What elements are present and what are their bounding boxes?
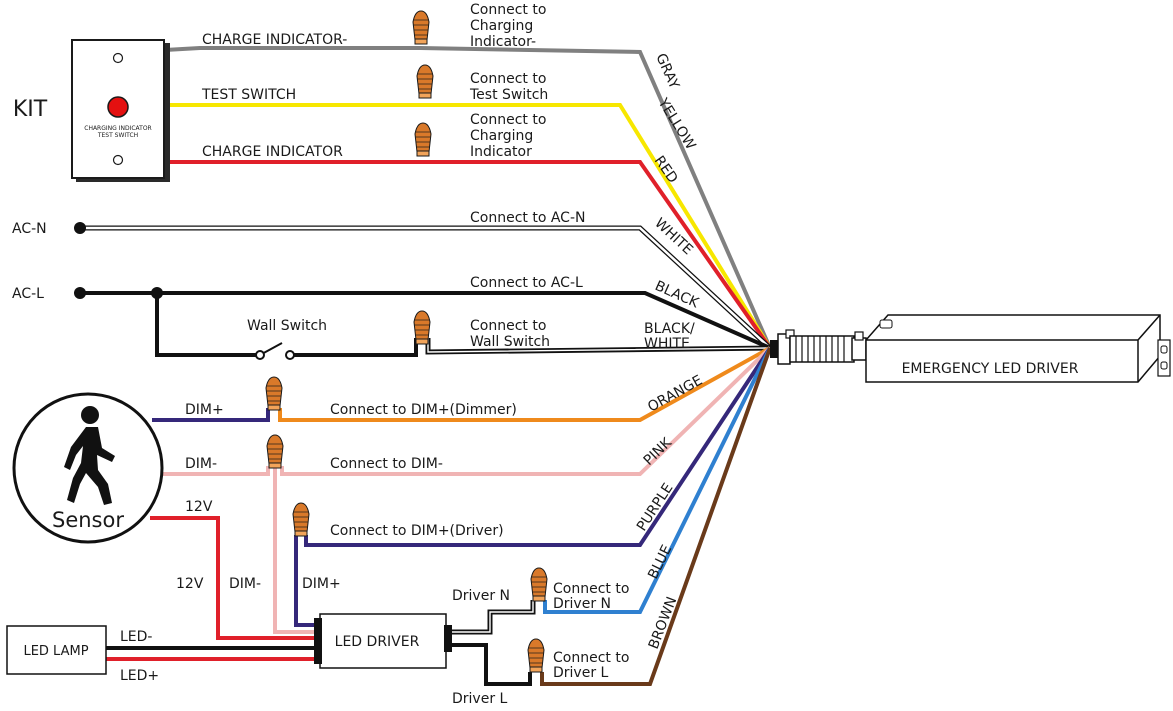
sensor-dim-plus-wire <box>152 408 270 422</box>
connect-driver-n-2: Driver N <box>553 596 611 612</box>
kit-title: KIT <box>13 97 48 122</box>
label-ac-l: AC-L <box>12 286 44 302</box>
brown-wire <box>540 347 772 686</box>
label-led-minus: LED- <box>120 629 152 645</box>
label-dim-minus: DIM- <box>185 456 217 472</box>
label-driver-n: Driver N <box>452 588 510 604</box>
connect-driver-l-1: Connect to <box>553 650 629 666</box>
flexible-conduit <box>789 335 855 363</box>
led-driver-input-block <box>314 618 322 664</box>
wire-label-pink: PINK <box>641 434 676 468</box>
red-wire <box>165 160 772 350</box>
wire-nut-dim-dimmer <box>265 376 283 411</box>
connect-wall-switch-1: Connect to <box>470 318 546 334</box>
connect-dim-dimmer: Connect to DIM+(Dimmer) <box>330 402 517 418</box>
label-12v-vertical: 12V <box>176 576 204 592</box>
purple-driver-dim-wire <box>294 535 320 627</box>
yellow-wire <box>165 103 772 350</box>
label-dim-minus-vertical: DIM- <box>229 576 261 592</box>
emergency-driver-label: EMERGENCY LED DRIVER <box>902 361 1079 377</box>
wire-label-white: WHITE <box>651 215 695 258</box>
led-driver-output-block <box>444 625 452 652</box>
label-charge-indicator-neg: CHARGE INDICATOR- <box>202 32 347 48</box>
wire-nut-gray <box>412 10 430 45</box>
wire-nut-dim-minus <box>266 434 284 469</box>
led-driver-box <box>319 613 447 669</box>
pink-driver-dim-wire <box>273 466 320 634</box>
connect-driver-l-2: Driver L <box>553 665 609 681</box>
wire-label-black-white-1: BLACK/ <box>644 321 695 337</box>
wire-nut-red <box>414 122 432 157</box>
connect-charging-indicator-neg-1: Connect to <box>470 2 546 18</box>
label-led-plus: LED+ <box>120 668 159 684</box>
wall-switch-contact-right <box>285 350 295 360</box>
kit-screw-top <box>112 52 124 64</box>
led-driver-label: LED DRIVER <box>335 634 420 650</box>
connect-driver-n-1: Connect to <box>553 581 629 597</box>
pink-sensor-wire <box>155 466 270 476</box>
kit-indicator-light <box>107 96 129 118</box>
connect-charging-indicator-2: Charging <box>470 128 533 144</box>
label-dim-plus: DIM+ <box>185 402 224 418</box>
connect-test-switch-1: Connect to <box>470 71 546 87</box>
label-dim-plus-vertical: DIM+ <box>302 576 341 592</box>
wire-nut-wall-switch <box>413 310 431 345</box>
mounting-tab-top <box>879 319 893 329</box>
led-lamp-box <box>6 625 107 675</box>
mounting-tab-right <box>1157 339 1171 377</box>
label-wall-switch: Wall Switch <box>247 318 327 334</box>
connect-ac-l: Connect to AC-L <box>470 275 583 291</box>
wire-label-black-white-2: WHITE <box>644 336 690 352</box>
connect-dim-driver: Connect to DIM+(Driver) <box>330 523 504 539</box>
wire-nut-driver-l <box>527 638 545 673</box>
label-ac-n: AC-N <box>12 221 47 237</box>
pink-wire <box>280 346 772 476</box>
label-charge-indicator: CHARGE INDICATOR <box>202 144 343 160</box>
wall-switch-contact-left <box>255 350 265 360</box>
connect-wall-switch-2: Wall Switch <box>470 334 550 350</box>
label-12v: 12V <box>185 499 213 515</box>
driver-l-wire <box>446 643 532 686</box>
connect-charging-indicator-1: Connect to <box>470 112 546 128</box>
wall-switch-wire-left <box>155 293 258 357</box>
connect-test-switch-2: Test Switch <box>469 87 548 103</box>
conduit-connector <box>851 337 867 361</box>
wire-nut-dim-driver <box>292 502 310 537</box>
gray-wire <box>164 46 772 349</box>
connect-charging-indicator-3: Indicator <box>470 144 532 160</box>
sensor-label: Sensor <box>52 508 124 532</box>
connect-charging-indicator-neg-3: Indicator- <box>470 34 536 50</box>
kit-plate-label-2: TEST SWITCH <box>97 132 138 139</box>
wire-label-brown: BROWN <box>646 595 681 652</box>
connect-dim-minus: Connect to DIM- <box>330 456 443 472</box>
wire-nut-driver-n <box>530 567 548 602</box>
ac-n-terminal <box>74 222 86 234</box>
led-lamp-label: LED LAMP <box>23 644 88 659</box>
person-walking-icon <box>64 406 115 505</box>
black-wire <box>80 291 771 350</box>
connect-charging-indicator-neg-2: Charging <box>470 18 533 34</box>
red-12v-wire <box>150 516 320 640</box>
wall-switch-wire-right <box>294 338 418 357</box>
wire-label-purple: PURPLE <box>634 481 677 535</box>
kit-screw-bottom <box>112 154 124 166</box>
wire-label-orange: ORANGE <box>645 372 705 415</box>
wire-label-blue: BLUE <box>645 543 675 582</box>
kit-plate-label-1: CHARGING INDICATOR <box>84 125 151 132</box>
ac-l-junction <box>151 287 163 299</box>
cable-end-block <box>770 340 779 358</box>
purple-wire <box>304 346 772 547</box>
connect-ac-n: Connect to AC-N <box>470 210 585 226</box>
wire-label-yellow: YELLOW <box>654 95 699 153</box>
ac-l-terminal <box>74 287 86 299</box>
blue-wire <box>543 347 772 614</box>
orange-wire <box>278 346 771 422</box>
label-driver-l: Driver L <box>452 691 508 707</box>
wire-nut-yellow <box>416 64 434 99</box>
label-test-switch: TEST SWITCH <box>201 87 296 103</box>
connector-cap <box>854 331 864 341</box>
